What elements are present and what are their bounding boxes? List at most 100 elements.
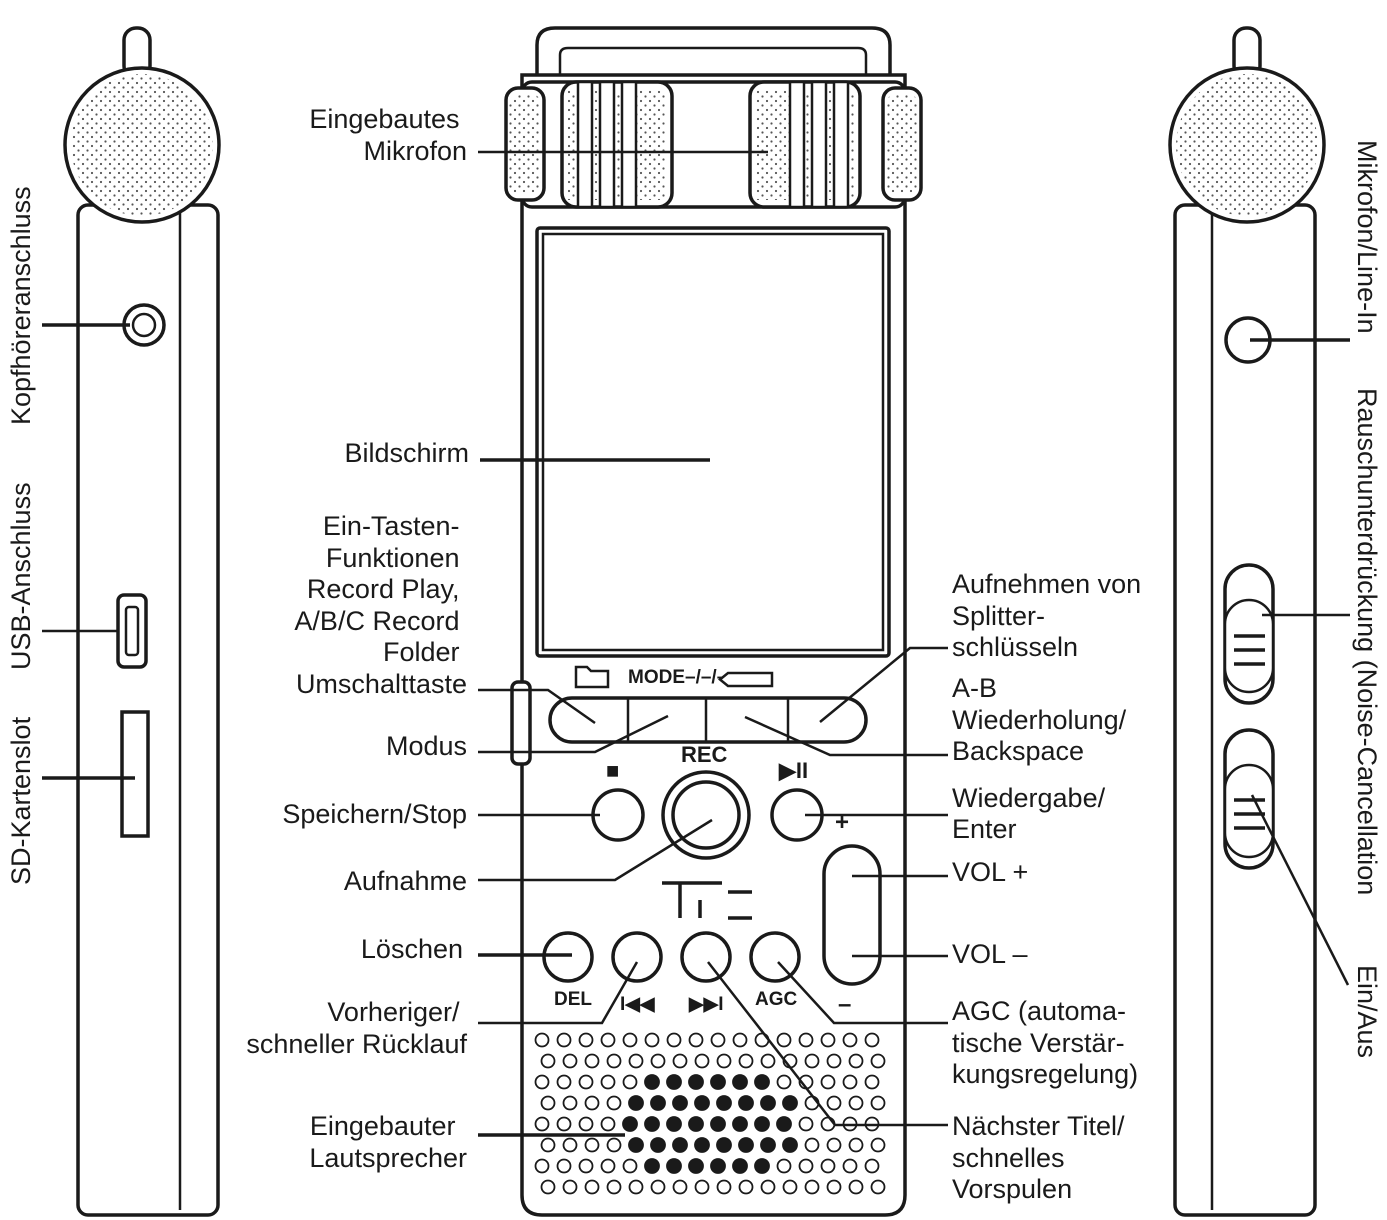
speaker-hole-filled <box>782 1137 798 1153</box>
delete-button[interactable] <box>542 931 594 983</box>
headphone-jack-inner <box>131 312 157 338</box>
speaker-hole <box>848 1137 864 1153</box>
speaker-hole <box>870 1137 886 1153</box>
mic-capsule-left-ring-1 <box>576 80 594 209</box>
mic-capsule-right-ring-2 <box>810 80 828 209</box>
speaker-hole <box>870 1179 886 1195</box>
speaker-hole <box>688 1032 704 1048</box>
speaker-hole <box>826 1137 842 1153</box>
speaker-hole <box>798 1158 814 1174</box>
speaker-hole-filled <box>754 1158 770 1174</box>
next-leader <box>707 961 948 1127</box>
speaker-hole <box>584 1137 600 1153</box>
speaker-hole <box>622 1074 638 1090</box>
speaker-hole-filled <box>760 1095 776 1111</box>
power-label: Ein/Aus <box>1352 965 1382 1058</box>
speaker-hole-filled <box>622 1116 638 1132</box>
speaker-hole <box>556 1074 572 1090</box>
noise-switch-knob <box>1223 598 1275 694</box>
speaker-hole <box>672 1053 688 1069</box>
next-glyph: ▶▶I <box>688 994 724 1015</box>
leader-lines <box>478 150 948 1137</box>
split-label: Aufnehmen von Splitter- schlüsseln <box>952 569 1149 662</box>
speaker-hole <box>826 1179 842 1195</box>
speaker-hole <box>716 1053 732 1069</box>
speaker-hole-filled <box>672 1095 688 1111</box>
speaker-hole <box>540 1095 556 1111</box>
stop-button[interactable] <box>591 788 645 842</box>
speaker-hole-filled <box>644 1158 660 1174</box>
front-view: MODE–/–/– REC ■ ▶II + – DEL I◀◀ ▶▶I AGC <box>504 26 923 1217</box>
labels-right: Aufnehmen von Splitter- schlüsseln A-B W… <box>952 569 1149 1204</box>
speaker-hole <box>820 1074 836 1090</box>
play-label: Wiedergabe/ Enter <box>952 783 1113 844</box>
agc-leader <box>777 961 948 1025</box>
mic-cap-right-mesh <box>886 94 918 194</box>
stop-glyph: ■ <box>606 758 619 783</box>
volplus-label: VOL + <box>952 857 1028 887</box>
speaker-hole <box>644 1032 660 1048</box>
rec-text: REC <box>681 742 728 767</box>
next-button[interactable] <box>680 931 732 983</box>
speaker-hole-filled <box>732 1116 748 1132</box>
screen-label: Bildschirm <box>344 438 469 468</box>
speaker-hole-filled <box>666 1074 682 1090</box>
headphone-label: Kopfhöreranschluss <box>6 186 36 425</box>
speaker-hole <box>622 1158 638 1174</box>
speaker-hole <box>804 1137 820 1153</box>
speaker-hole <box>540 1053 556 1069</box>
volume-rocker[interactable] <box>822 844 882 986</box>
speaker-hole <box>606 1179 622 1195</box>
speaker-hole <box>556 1158 572 1174</box>
speaker-hole-filled <box>738 1095 754 1111</box>
vol-minus-sign: – <box>838 991 851 1018</box>
prev-button[interactable] <box>611 931 663 983</box>
speaker-hole <box>628 1179 644 1195</box>
speaker-hole <box>666 1032 682 1048</box>
speaker-hole <box>556 1032 572 1048</box>
speaker-hole <box>534 1074 550 1090</box>
ab-leader <box>744 715 948 757</box>
speaker-hole <box>848 1053 864 1069</box>
delete-label: Löschen <box>361 934 463 964</box>
speaker-hole <box>782 1179 798 1195</box>
speaker-hole <box>578 1116 594 1132</box>
speaker-hole <box>820 1032 836 1048</box>
power-leader <box>1250 794 1350 986</box>
speaker-hole <box>738 1053 754 1069</box>
speaker-hole <box>798 1032 814 1048</box>
prev-leader <box>478 961 639 1025</box>
speaker-hole <box>606 1095 622 1111</box>
right-side-view: Mikrofon/Line-In Rauschunterdrückung (No… <box>1168 26 1382 1217</box>
ab-label: A-B Wiederholung/ Backspace <box>952 673 1134 766</box>
device-side-button <box>510 680 532 766</box>
speaker-hole-filled <box>776 1116 792 1132</box>
speaker-hole <box>578 1158 594 1174</box>
speaker-hole-filled <box>650 1137 666 1153</box>
speaker-hole <box>804 1179 820 1195</box>
speaker-hole-filled <box>688 1116 704 1132</box>
speaker-hole-filled <box>732 1158 748 1174</box>
speaker-hole-filled <box>710 1158 726 1174</box>
speaker-hole <box>842 1158 858 1174</box>
vol-plus-sign: + <box>835 809 849 836</box>
speaker-hole <box>760 1179 776 1195</box>
speaker-hole <box>820 1158 836 1174</box>
agc-button[interactable] <box>749 931 801 983</box>
record-button[interactable] <box>671 780 741 850</box>
speaker-hole <box>562 1053 578 1069</box>
speaker-hole <box>732 1032 748 1048</box>
speaker-hole <box>826 1053 842 1069</box>
speaker-hole-filled <box>716 1137 732 1153</box>
speaker-hole-filled <box>782 1095 798 1111</box>
speaker-hole <box>562 1179 578 1195</box>
speaker-hole <box>562 1137 578 1153</box>
speaker-hole <box>804 1053 820 1069</box>
speaker-hole <box>622 1032 638 1048</box>
speaker-hole <box>848 1179 864 1195</box>
mode-leader <box>478 714 669 754</box>
mic-label: Eingebautes Mikrofon <box>309 104 467 166</box>
speaker-hole-filled <box>628 1095 644 1111</box>
speaker-hole <box>716 1179 732 1195</box>
agc-text: AGC <box>755 989 798 1010</box>
